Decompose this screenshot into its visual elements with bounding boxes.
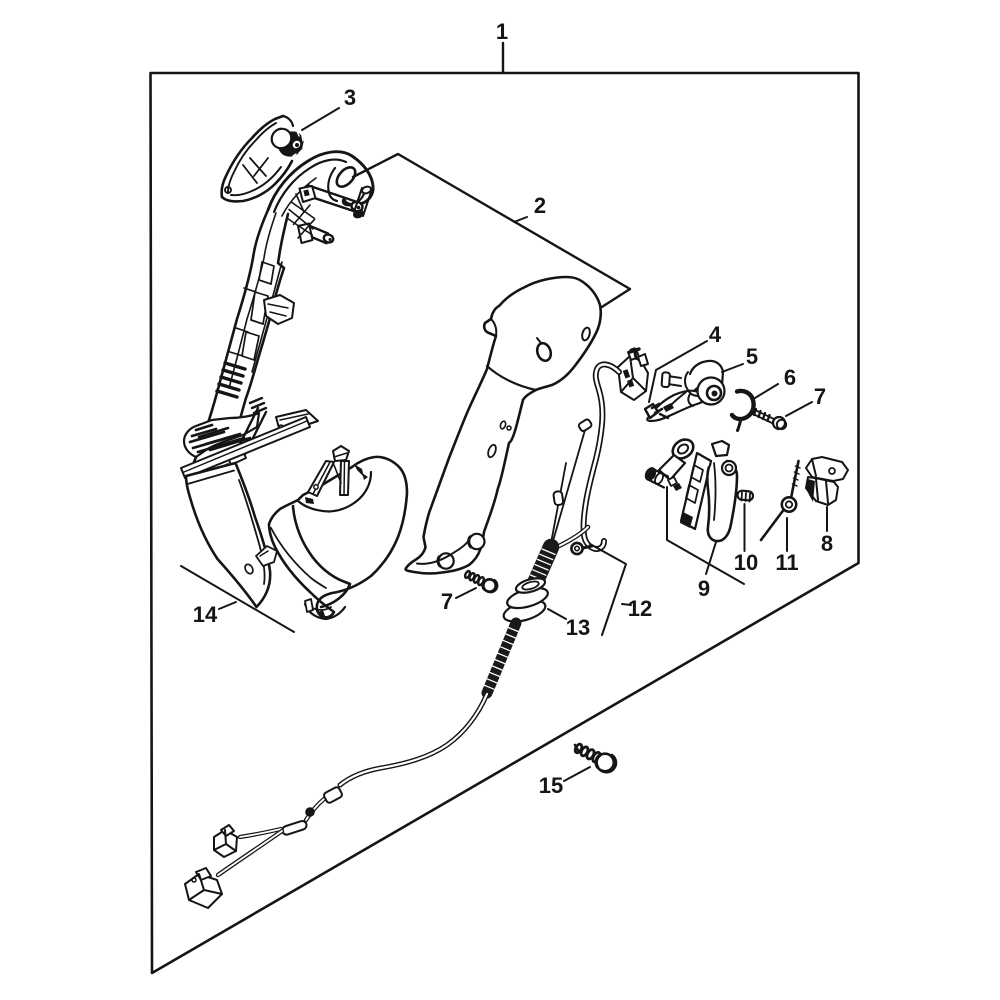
svg-text:11: 11	[775, 550, 798, 575]
svg-text:8: 8	[821, 531, 833, 556]
svg-text:7: 7	[814, 384, 826, 409]
svg-text:4: 4	[709, 322, 722, 347]
svg-text:5: 5	[746, 344, 758, 369]
svg-text:1: 1	[496, 19, 508, 44]
svg-text:6: 6	[784, 365, 796, 390]
svg-text:14: 14	[193, 602, 218, 627]
svg-text:7: 7	[441, 589, 453, 614]
svg-text:9: 9	[698, 576, 710, 601]
svg-text:12: 12	[628, 596, 652, 621]
svg-text:2: 2	[534, 193, 546, 218]
svg-text:10: 10	[734, 550, 758, 575]
svg-text:13: 13	[566, 615, 590, 640]
svg-text:15: 15	[539, 773, 563, 798]
svg-text:3: 3	[344, 85, 356, 110]
